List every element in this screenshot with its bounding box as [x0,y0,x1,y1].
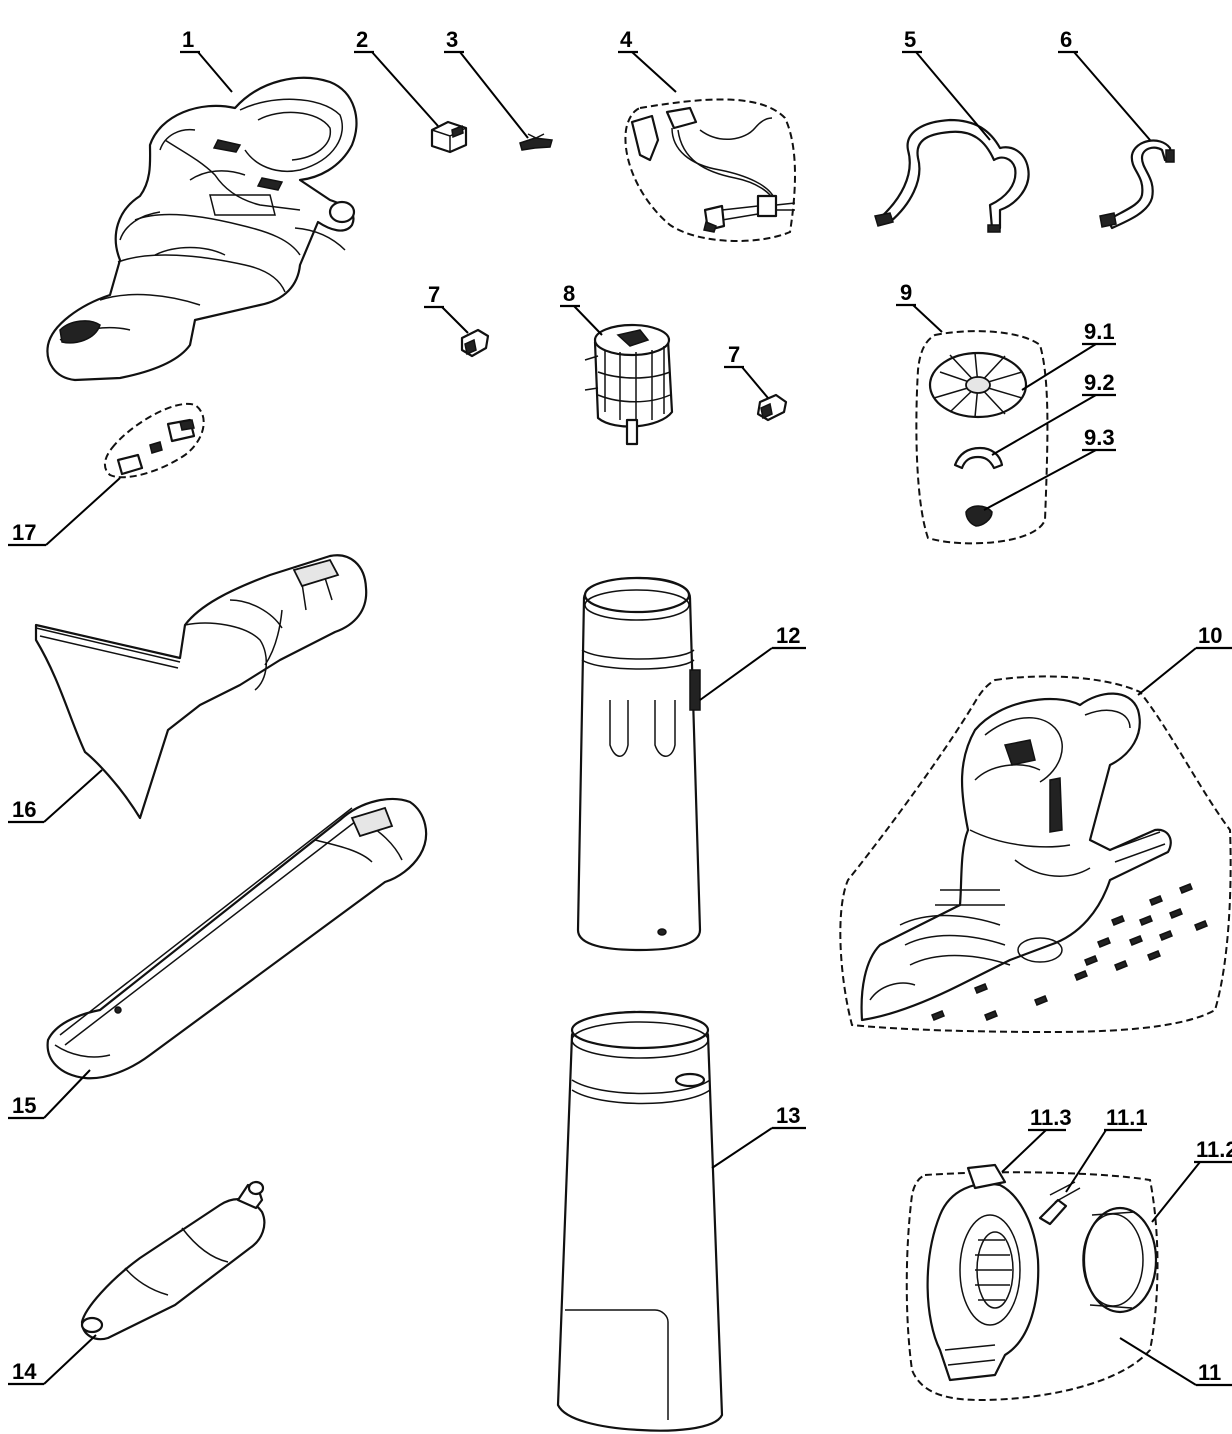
label-11: 11 [1198,1360,1221,1385]
label-9: 9 [900,280,912,305]
label-14: 14 [12,1359,37,1384]
part-9-3-fan-nut [965,505,993,527]
leader-lines [43,51,1201,1386]
label-2: 2 [356,27,368,52]
label-11-3: 11.3 [1030,1105,1072,1130]
part-10-housing-assembly [839,675,1232,1034]
label-5: 5 [904,27,916,52]
label-9-3: 9.3 [1084,425,1115,450]
part-9-1-fan-impeller [928,351,1028,419]
part-14-small-nozzle [80,1180,266,1341]
part-2-switch [430,120,468,154]
part-17-switch-kit [104,402,205,479]
label-11-1: 11.1 [1106,1105,1148,1130]
label-17: 17 [12,520,36,545]
part-6-wire [1099,139,1175,230]
part-9-2-fan-washer [953,446,1004,470]
label-15: 15 [12,1093,36,1118]
label-8: 8 [563,281,575,306]
label-11-2: 11.2 [1196,1137,1232,1162]
label-16: 16 [12,797,36,822]
label-3: 3 [446,27,458,52]
part-9-fan-group [915,330,1049,545]
part-12-short-tube [576,576,702,952]
part-3-clip [519,133,553,151]
part-1-housing-half [46,76,358,382]
label-10: 10 [1198,623,1222,648]
part-7-brush-holder-left [460,328,490,358]
part-11-1-spring [1038,1181,1081,1226]
part-11-intake-cover-group [905,1163,1159,1402]
label-4: 4 [620,27,633,52]
part-11-2-ring [1082,1206,1158,1314]
part-4-wiring-harness [624,98,796,242]
part-16-flat-nozzle [34,554,368,820]
label-9-2: 9.2 [1084,370,1115,395]
part-8-motor [584,323,674,446]
part-7-brush-holder-right [756,393,788,422]
screws [931,883,1208,1021]
part-15-long-tube [46,798,428,1080]
part-13-collection-tube [556,1010,724,1432]
label-6: 6 [1060,27,1072,52]
label-1: 1 [182,27,194,52]
label-7-right: 7 [728,342,740,367]
part-11-3-cover-flap [926,1163,1040,1382]
part-5-wire-loop [874,118,1030,233]
label-7-left: 7 [428,282,440,307]
part-labels: 1 2 3 4 5 6 7 8 7 9 9.1 9.2 9.3 17 16 15… [8,27,1232,1387]
label-13: 13 [776,1103,800,1128]
label-12: 12 [776,623,800,648]
label-9-1: 9.1 [1084,319,1115,344]
